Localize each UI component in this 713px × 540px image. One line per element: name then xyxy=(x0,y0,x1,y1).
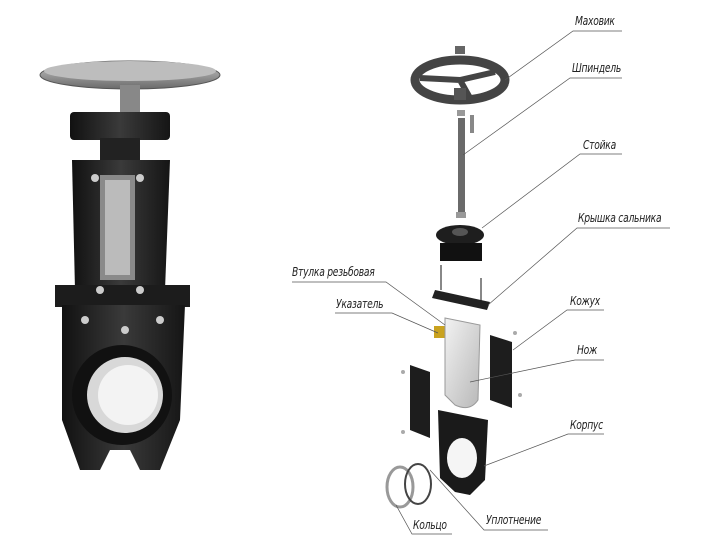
exploded-parts xyxy=(385,46,522,509)
label-knife: Нож xyxy=(577,343,598,357)
label-casing: Кожух xyxy=(570,294,600,308)
leader-lines xyxy=(292,30,670,535)
label-spindle: Шпиндель xyxy=(572,61,622,75)
label-body: Корпус xyxy=(570,418,603,432)
assembled-valve xyxy=(39,60,221,470)
label-seal: Уплотнение xyxy=(486,513,542,527)
label-handwheel: Маховик xyxy=(575,14,615,28)
label-stand: Стойка xyxy=(583,138,616,152)
label-indicator: Указатель xyxy=(336,297,384,311)
label-threaded-bushing: Втулка резьбовая xyxy=(292,265,375,279)
label-gland-cover: Крышка сальника xyxy=(578,211,662,225)
label-ring: Кольцо xyxy=(413,518,447,532)
